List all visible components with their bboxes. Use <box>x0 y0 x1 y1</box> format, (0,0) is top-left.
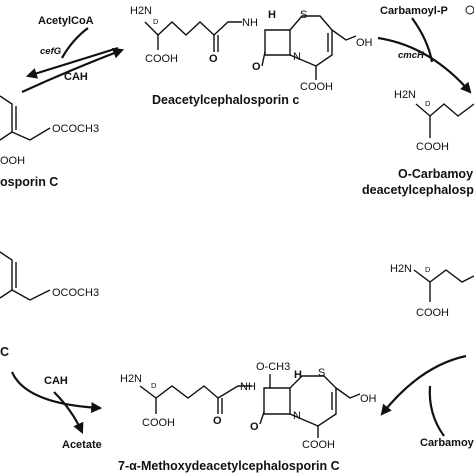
rl-cooh: COOH <box>416 307 449 319</box>
ru-h2n: H2N <box>394 89 416 101</box>
cmch-label: cmcH <box>398 50 425 61</box>
acetylcoa-label: AcetylCoA <box>38 15 94 27</box>
bc-h2n: H2N <box>120 373 142 385</box>
ll-ococh3: OCOCH3 <box>52 287 99 299</box>
rl-d: D <box>425 265 431 274</box>
cah-arrow-left <box>25 46 119 79</box>
bottom-right-arrow <box>380 354 467 416</box>
cmch-arrow <box>377 36 472 94</box>
cephalosporin-c-label: osporin C <box>0 175 58 189</box>
tc-nh: NH <box>242 17 258 29</box>
tc-d: D <box>153 17 159 26</box>
bc-oh: OH <box>360 393 377 405</box>
tc-o-amide: O <box>209 53 218 65</box>
cefg-arrow-right <box>21 48 125 93</box>
cephalosporin-c-structure <box>0 95 51 141</box>
cah-top-label: CAH <box>64 71 88 83</box>
tc-cooh-ring: COOH <box>300 81 333 93</box>
cah-bottom-label: CAH <box>44 375 68 387</box>
bc-nh: NH <box>240 381 256 393</box>
deacetylcephalosporin-c-label: Deacetylcephalosporin c <box>152 93 299 107</box>
bc-och3: O-CH3 <box>256 361 290 373</box>
right-lower-structure <box>413 269 474 302</box>
tc-o-lactam: O <box>252 61 261 73</box>
methoxydeacetylcephalosporin-c-structure <box>139 374 361 438</box>
tc-cooh: COOH <box>145 53 178 65</box>
bc-o-lactam: O <box>250 421 259 433</box>
tc-oh: OH <box>356 37 373 49</box>
bc-cooh-ring: COOH <box>302 439 335 451</box>
cefg-label: cefG <box>40 46 62 57</box>
carbamoyl-p-entry-curve <box>411 17 434 63</box>
tc-n: N <box>293 51 301 63</box>
deacetylcephalosporin-c-structure <box>144 15 357 80</box>
bc-o-amide: O <box>213 415 222 427</box>
o-carbamoyl-label-line2: deacetylcephalosp <box>362 183 474 197</box>
rl-h2n: H2N <box>390 263 412 275</box>
tl-ococh3: OCOCH3 <box>52 123 99 135</box>
acetylcoa-entry-curve <box>61 27 89 59</box>
bc-d: D <box>151 381 157 390</box>
ll-c-label: C <box>0 345 9 359</box>
acetate-label: Acetate <box>62 439 102 451</box>
bc-n: N <box>293 410 301 422</box>
bc-h: H <box>294 369 302 381</box>
o-carbamoyl-label-line1: O-Carbamoy <box>398 167 473 181</box>
carbamoyl-bottom-label: Carbamoy <box>420 437 474 449</box>
acetate-exit-curve <box>53 391 84 435</box>
bc-cooh: COOH <box>142 417 175 429</box>
tl-cooh: OOH <box>0 155 25 167</box>
carbamoyl-p-label: Carbamoyl-P <box>380 5 448 17</box>
tc-h: H <box>268 9 276 21</box>
cah-bottom-arrow <box>10 371 103 414</box>
tc-h2n: H2N <box>130 5 152 17</box>
methoxydeacetylcephalosporin-c-label: 7-α-Methoxydeacetylcephalosporin C <box>118 459 340 473</box>
ru-cooh: COOH <box>416 141 449 153</box>
left-lower-structure <box>0 251 51 301</box>
carbamoyl-exit-curve <box>428 385 445 437</box>
phosphate-circle-icon <box>465 5 474 15</box>
bc-s: S <box>318 367 325 379</box>
tc-s: S <box>300 9 307 21</box>
ru-d: D <box>425 99 431 108</box>
o-carbamoyl-structure <box>415 103 474 138</box>
